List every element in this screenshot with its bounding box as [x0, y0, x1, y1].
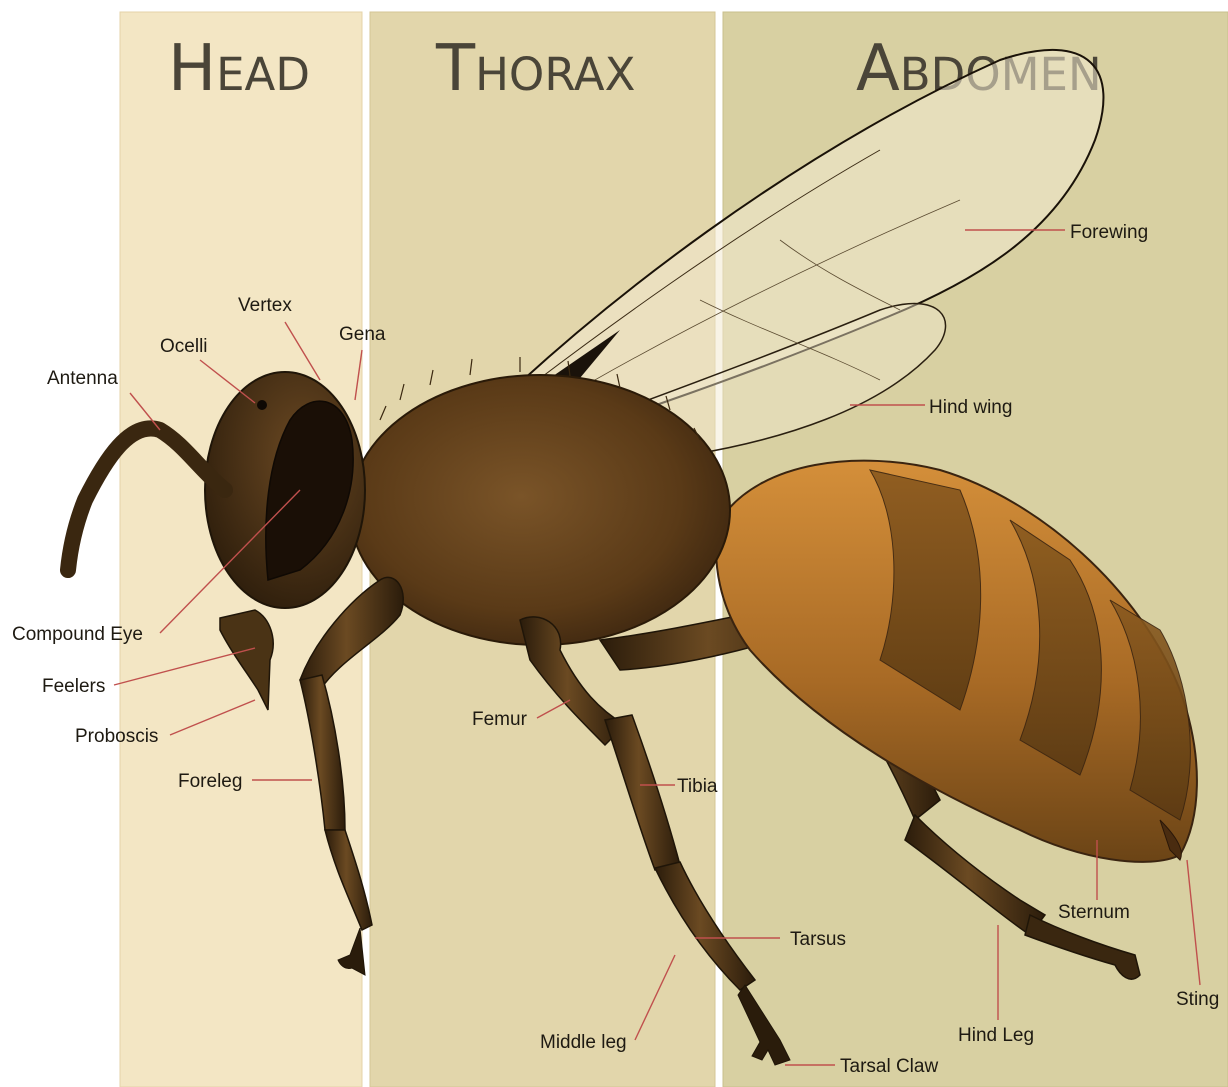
- label-sternum: Sternum: [1058, 902, 1130, 923]
- label-compound-eye: Compound Eye: [12, 624, 143, 645]
- label-antenna: Antenna: [47, 368, 118, 389]
- label-femur: Femur: [472, 709, 528, 730]
- head-title: Head: [168, 32, 310, 106]
- label-feelers: Feelers: [42, 676, 105, 697]
- label-gena: Gena: [339, 324, 386, 345]
- label-proboscis: Proboscis: [75, 726, 158, 747]
- label-foreleg: Foreleg: [178, 771, 242, 792]
- label-hind-leg: Hind Leg: [958, 1025, 1034, 1046]
- label-middle-leg: Middle leg: [540, 1032, 627, 1053]
- label-vertex: Vertex: [238, 295, 292, 316]
- label-hind-wing: Hind wing: [929, 397, 1012, 418]
- label-tibia: Tibia: [677, 776, 718, 797]
- label-tarsus: Tarsus: [790, 929, 846, 950]
- label-sting: Sting: [1176, 989, 1219, 1010]
- thorax-title: Thorax: [435, 32, 635, 106]
- label-forewing: Forewing: [1070, 222, 1148, 243]
- label-tarsal-claw: Tarsal Claw: [840, 1056, 938, 1077]
- label-ocelli: Ocelli: [160, 336, 208, 357]
